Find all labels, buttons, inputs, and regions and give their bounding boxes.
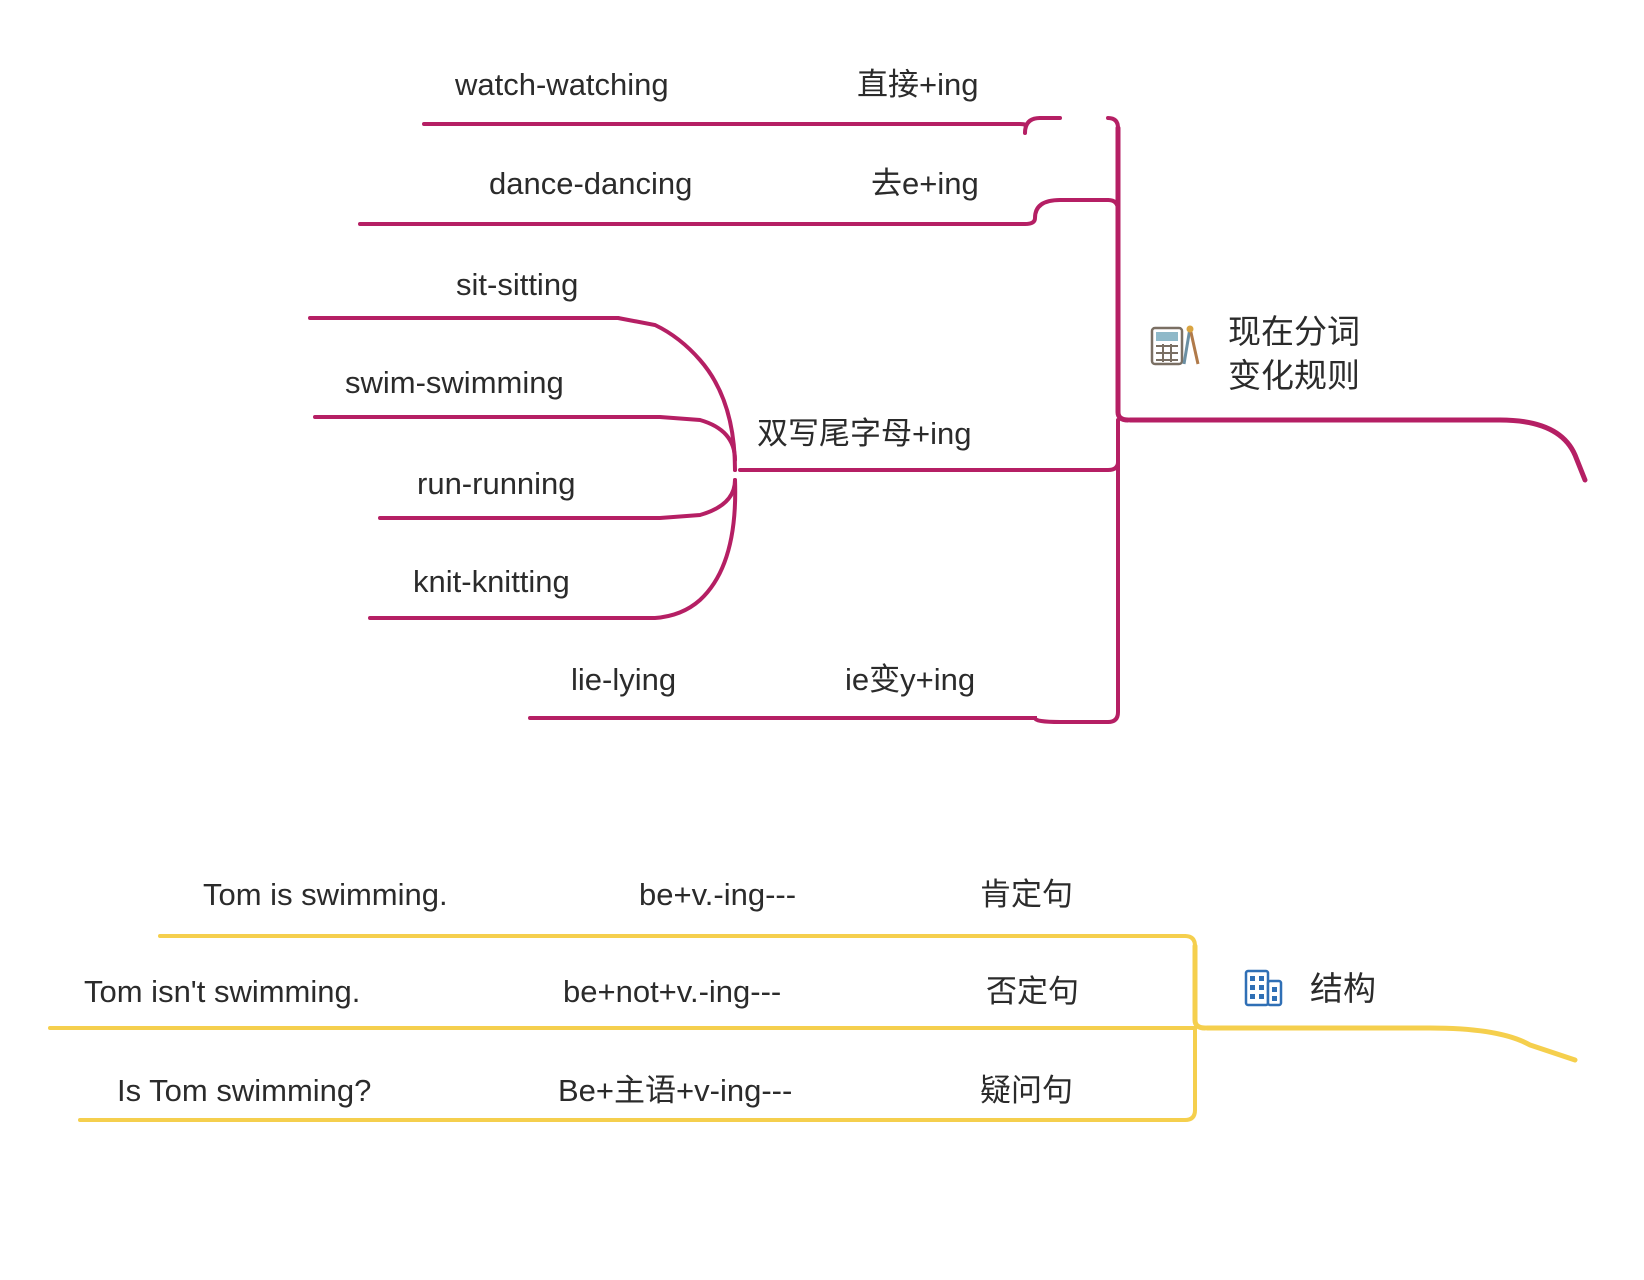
sentence-negative: Tom isn't swimming. — [84, 974, 361, 1009]
example-lie-lying: lie-lying — [571, 662, 677, 697]
sentence-interrogative: Is Tom swimming? — [117, 1073, 372, 1108]
example-swim-swimming: swim-swimming — [345, 365, 564, 400]
example-run-running: run-running — [417, 466, 576, 501]
example-sit-sitting: sit-sitting — [456, 267, 579, 302]
example-dance-dancing: dance-dancing — [489, 166, 693, 201]
root-structure: 结构 — [1310, 970, 1376, 1007]
root-participle-line1: 现在分词 — [1228, 313, 1360, 350]
type-negative: 否定句 — [986, 974, 1079, 1009]
type-affirmative: 肯定句 — [980, 877, 1073, 912]
example-watch-watching: watch-watching — [455, 67, 669, 102]
rule-drop-e-ing: 去e+ing — [871, 166, 979, 201]
type-interrogative: 疑问句 — [980, 1073, 1073, 1108]
building-icon — [1243, 965, 1283, 1007]
formula-affirmative: be+v.-ing--- — [639, 877, 797, 912]
formula-negative: be+not+v.-ing--- — [563, 974, 782, 1009]
root-participle-line2: 变化规则 — [1228, 356, 1360, 394]
rule-direct-ing: 直接+ing — [857, 67, 979, 102]
abacus-icon — [1150, 322, 1200, 366]
rule-ie-to-y-ing: ie变y+ing — [845, 662, 976, 697]
formula-interrogative: Be+主语+v-ing--- — [558, 1073, 793, 1108]
rule-double-letter-ing: 双写尾字母+ing — [757, 416, 972, 451]
root-participle-rules: 现在分词 变化规则 — [1228, 310, 1360, 397]
example-knit-knitting: knit-knitting — [413, 564, 570, 599]
sentence-affirmative: Tom is swimming. — [203, 877, 448, 912]
